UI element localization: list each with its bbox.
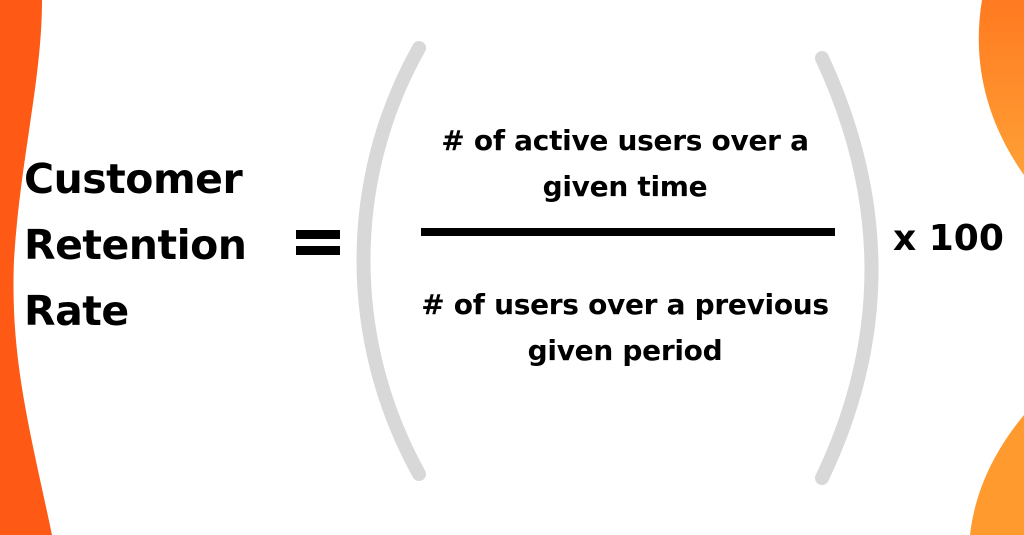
equals-sign <box>296 230 340 258</box>
multiplier: x 100 <box>893 218 1004 259</box>
fraction-bar <box>421 228 835 236</box>
right-parenthesis <box>815 51 879 485</box>
formula-lhs: Customer Retention Rate <box>24 146 247 344</box>
denominator-line-2: given period <box>527 334 723 367</box>
denominator-line-1: # of users over a previous <box>421 288 829 321</box>
left-orange-wave <box>0 0 52 535</box>
numerator-line-1: # of active users over a <box>441 124 809 157</box>
numerator-line-2: given time <box>542 170 708 203</box>
lhs-line-3: Rate <box>24 287 129 335</box>
right-orange-wave-bottom <box>970 415 1024 535</box>
denominator: # of users over a previous given period <box>410 282 840 374</box>
right-orange-wave-top <box>978 0 1024 175</box>
lhs-line-2: Retention <box>24 221 247 269</box>
lhs-line-1: Customer <box>24 155 243 203</box>
left-parenthesis <box>356 41 426 481</box>
numerator: # of active users over a given time <box>410 118 840 210</box>
